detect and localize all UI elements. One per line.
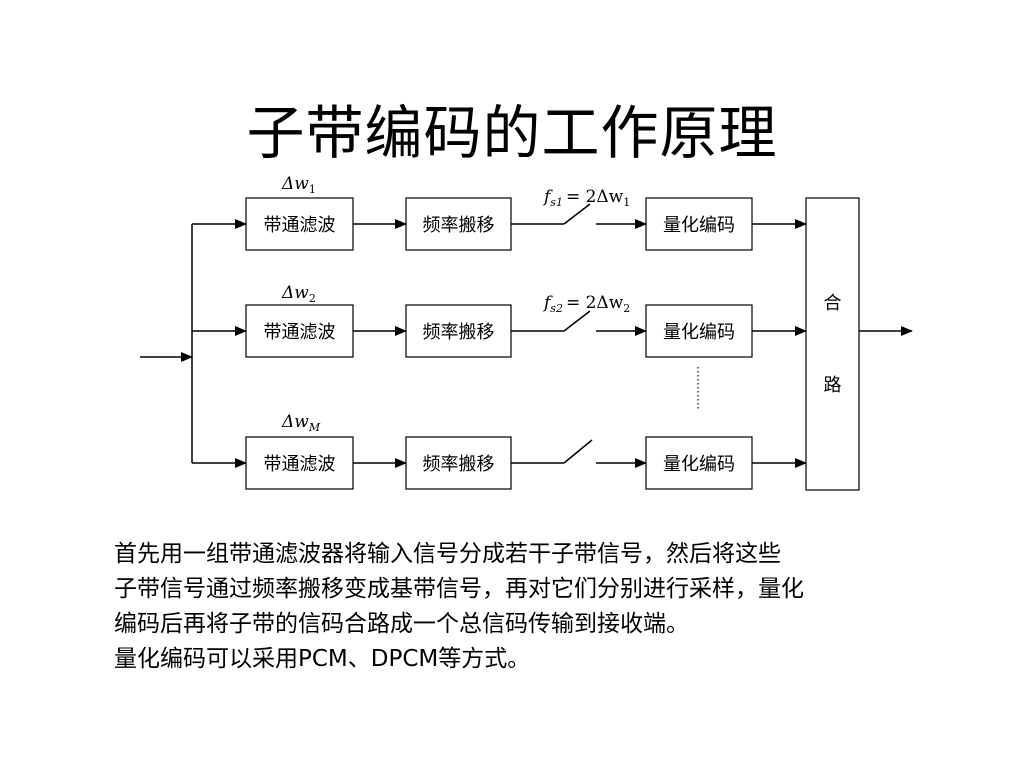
description-line-2: 子带信号通过频率搬移变成基带信号，再对它们分别进行采样，量化 — [114, 576, 804, 602]
description-line-4: 量化编码可以采用PCM、DPCM等方式。 — [114, 646, 531, 672]
channel-m: 带通滤波 频率搬移 量化编码 ΔwM — [245, 412, 807, 490]
shift-label-2: 频率搬移 — [423, 322, 495, 343]
shift-label-1: 频率搬移 — [423, 215, 495, 236]
bandpass-label-m: 带通滤波 — [264, 454, 336, 475]
sampling-switch-2 — [563, 310, 591, 332]
quant-label-1: 量化编码 — [663, 215, 735, 236]
bandpass-filter-1 — [245, 197, 354, 251]
sampling-switch-1 — [563, 203, 591, 225]
combiner-box — [805, 197, 860, 491]
combiner-label-top: 合 — [824, 293, 842, 314]
combiner-label-bottom: 路 — [824, 375, 842, 396]
bandwidth-label-1: Δw1 — [281, 174, 316, 196]
quantize-encode-2 — [645, 304, 753, 358]
bandwidth-label-2: Δw2 — [281, 283, 316, 305]
channel-1: 带通滤波 频率搬移 量化编码 Δw1 fs1= 2Δw1 — [245, 174, 807, 251]
channel-2: 带通滤波 频率搬移 量化编码 Δw2 fs2= 2Δw2 — [245, 283, 807, 358]
bandpass-label-2: 带通滤波 — [264, 322, 336, 343]
sampling-rate-label-1: fs1= 2Δw1 — [542, 187, 630, 209]
description: 首先用一组带通滤波器将输入信号分成若干子带信号，然后将这些 子带信号通过频率搬移… — [114, 537, 994, 677]
sampling-switch-m — [563, 439, 593, 464]
bandpass-filter-m — [245, 436, 354, 490]
quant-label-m: 量化编码 — [663, 454, 735, 475]
quantize-encode-1 — [645, 197, 753, 251]
quant-label-2: 量化编码 — [663, 322, 735, 343]
quantize-encode-m — [645, 436, 753, 490]
bandwidth-label-m: ΔwM — [281, 412, 321, 434]
description-line-3: 编码后再将子带的信码合路成一个总信码传输到接收端。 — [114, 611, 689, 637]
description-line-1: 首先用一组带通滤波器将输入信号分成若干子带信号，然后将这些 — [114, 541, 781, 567]
page-title: 子带编码的工作原理 — [246, 99, 778, 167]
frequency-shift-1 — [405, 197, 512, 251]
sampling-rate-label-2: fs2= 2Δw2 — [542, 293, 630, 315]
bandpass-label-1: 带通滤波 — [264, 215, 336, 236]
bandpass-filter-2 — [245, 304, 354, 358]
shift-label-m: 频率搬移 — [423, 454, 495, 475]
